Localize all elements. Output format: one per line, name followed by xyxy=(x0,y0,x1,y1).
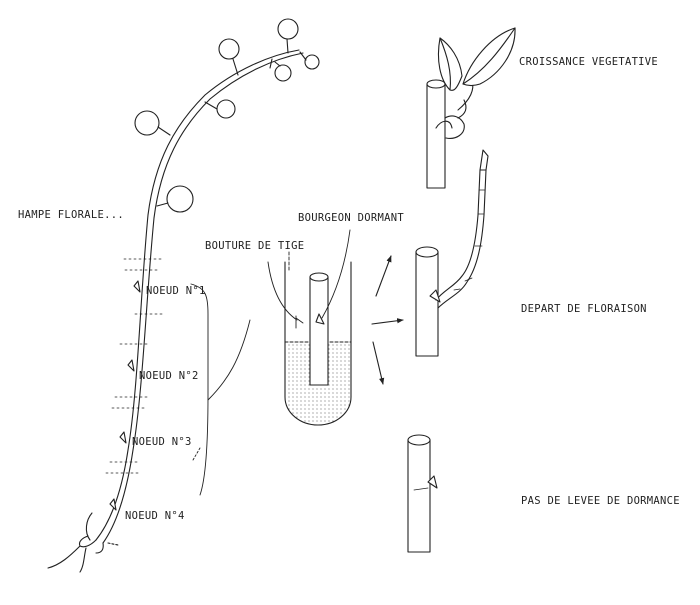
outcome-dormant xyxy=(407,434,438,553)
flower-stalk xyxy=(95,18,320,544)
label-noeud-3: NOEUD N°3 xyxy=(132,436,192,448)
center-leader-lines xyxy=(267,229,351,329)
node-leader-lines xyxy=(190,283,251,496)
label-depart-de-floraison: DEPART DE FLORAISON xyxy=(521,303,647,315)
label-noeud-1: NOEUD N°1 xyxy=(146,285,206,297)
label-noeud-4: NOEUD N°4 xyxy=(125,510,185,522)
label-hampe-florale: HAMPE FLORALE... xyxy=(18,209,124,221)
cutting-tube xyxy=(284,261,352,426)
label-bouture-de-tige: BOUTURE DE TIGE xyxy=(205,240,305,252)
stalk-base xyxy=(47,512,119,573)
stalk-node-marks xyxy=(105,258,163,474)
label-bourgeon-dormant: BOURGEON DORMANT xyxy=(298,212,404,224)
stalk-node-buds xyxy=(109,280,141,511)
label-croissance-vegetative: CROISSANCE VEGETATIVE xyxy=(519,56,659,68)
outcome-arrows xyxy=(371,255,404,385)
label-pas-de-levee-de-dormance: PAS DE LEVEE DE DORMANCE xyxy=(521,495,680,507)
outcome-flowering xyxy=(415,149,489,357)
outcome-vegetative-growth xyxy=(426,27,516,189)
label-noeud-2: NOEUD N°2 xyxy=(139,370,199,382)
